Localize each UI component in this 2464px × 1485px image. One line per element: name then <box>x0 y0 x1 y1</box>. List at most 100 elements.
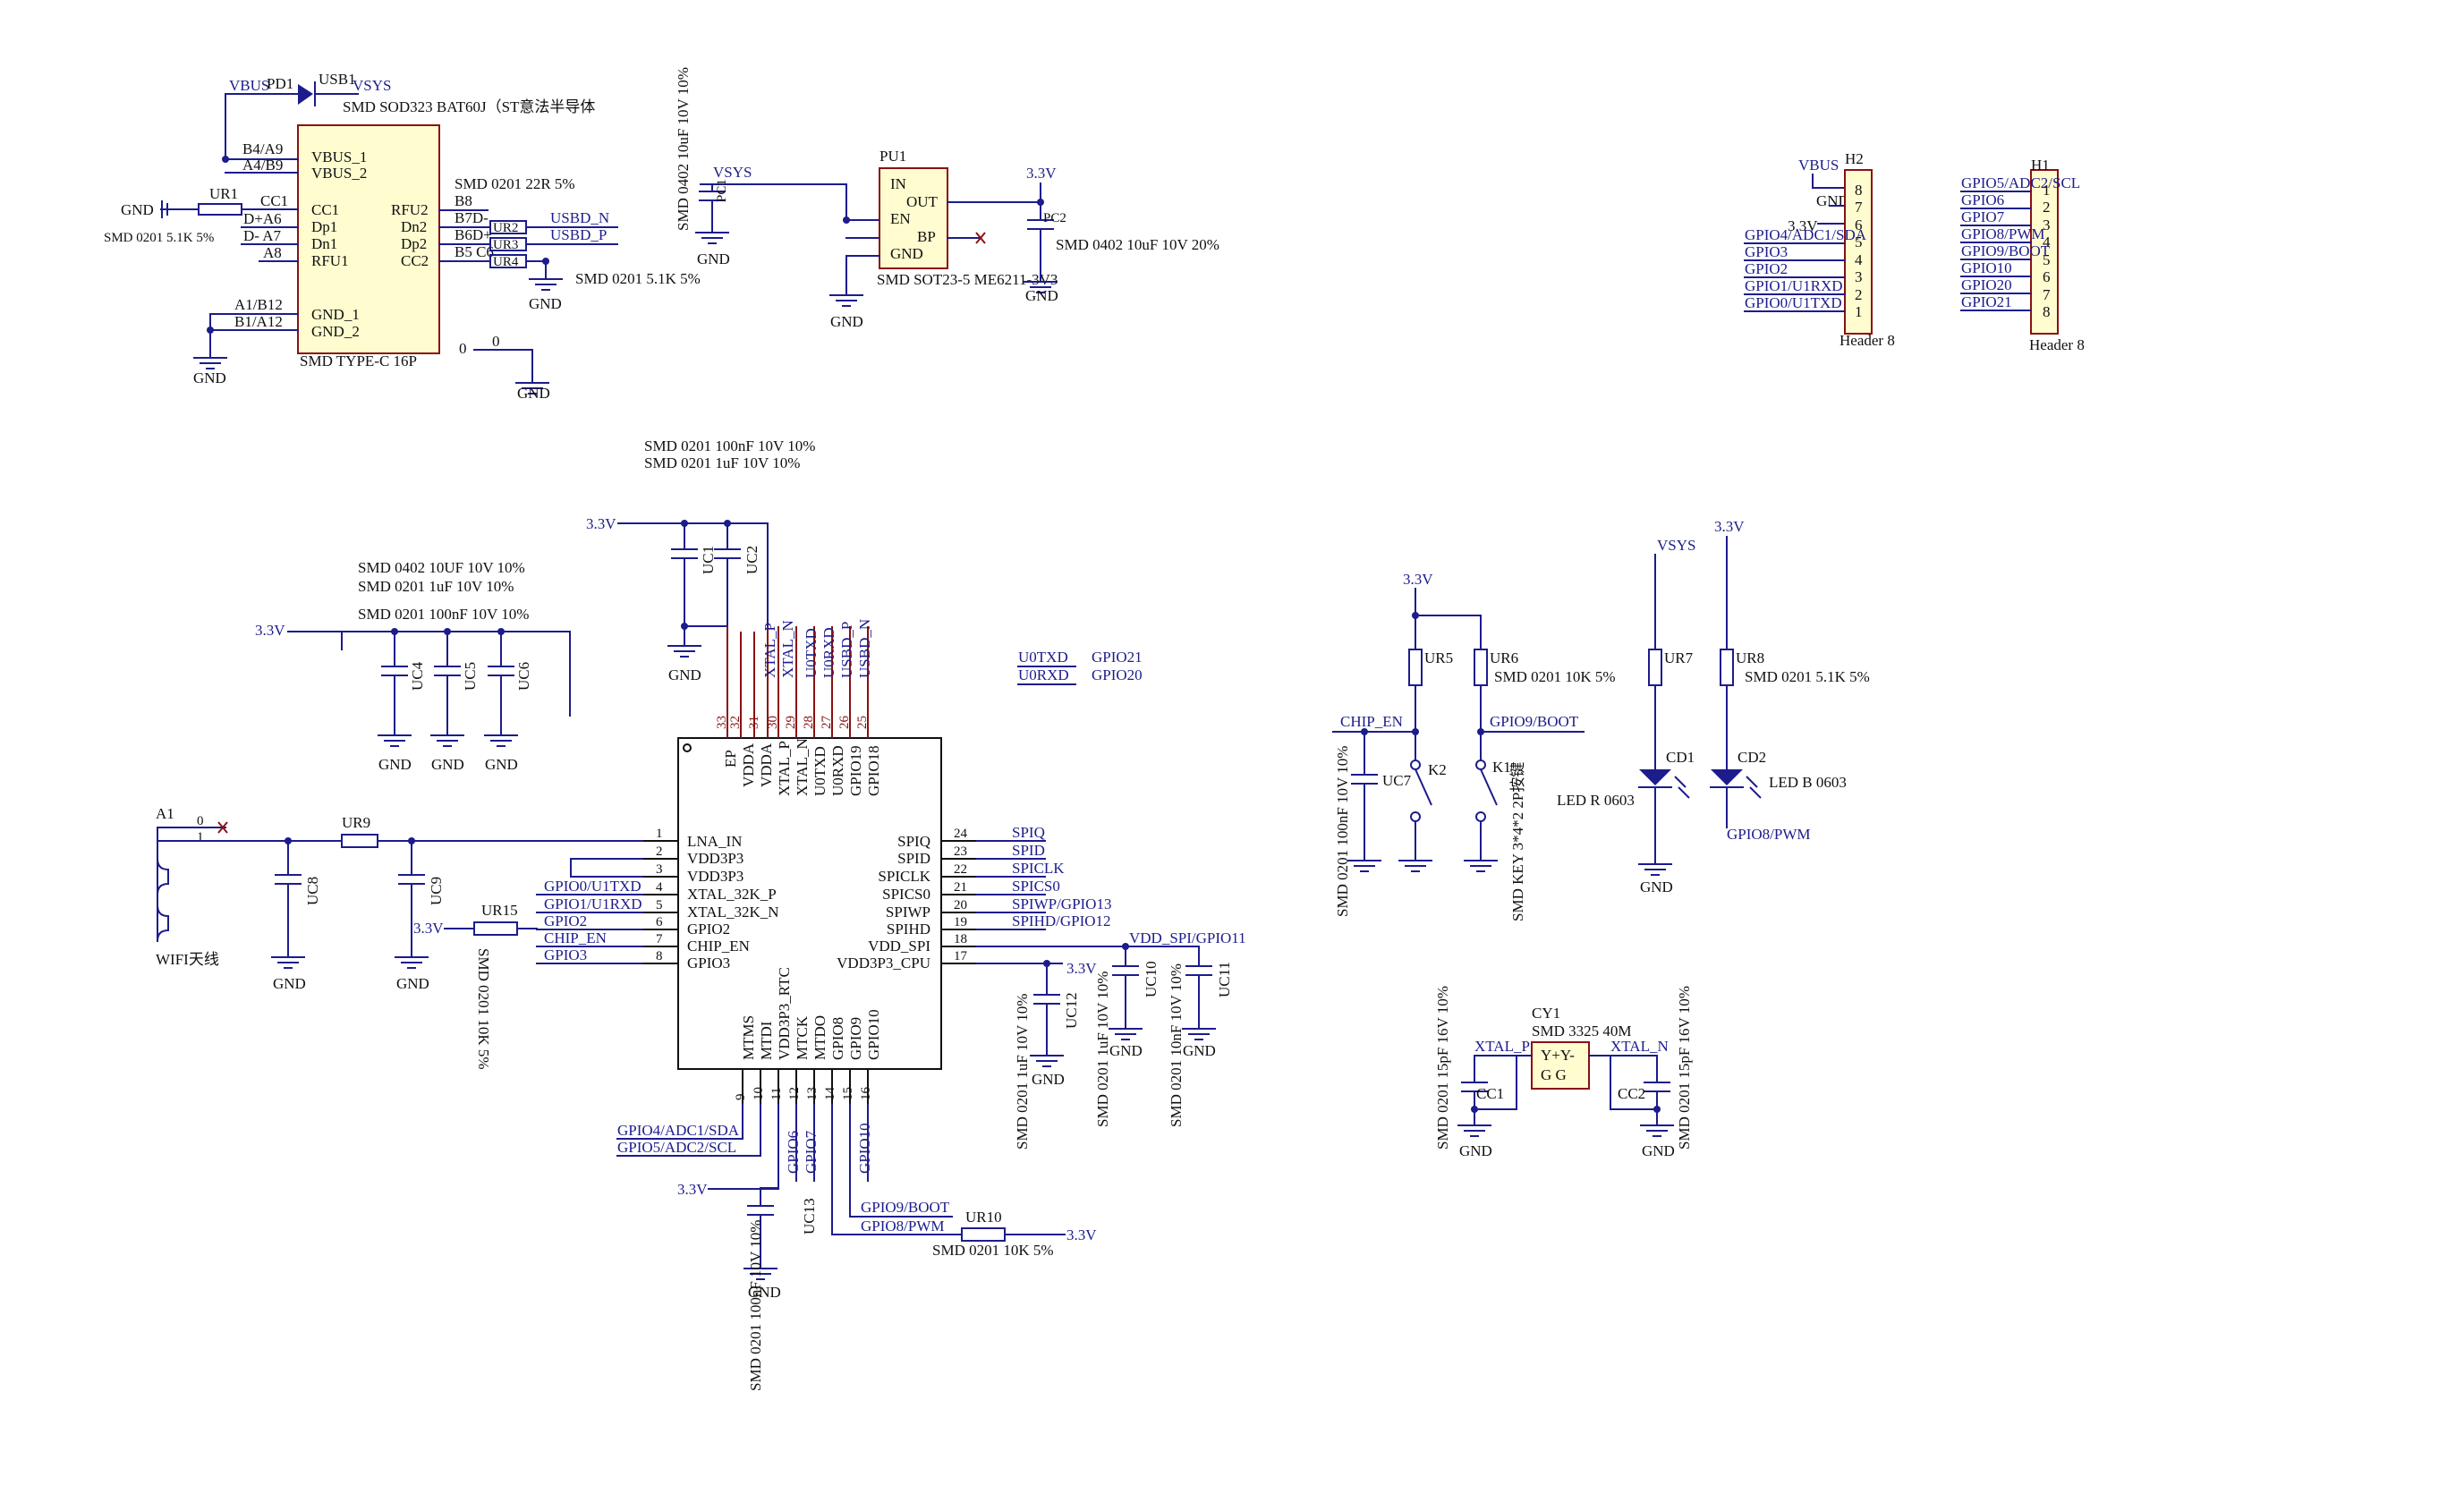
gpio21-label: GPIO21 <box>1092 649 1143 666</box>
ur2-desc: SMD 0201 22R 5% <box>455 175 575 192</box>
usb1-desc: SMD TYPE-C 16P <box>300 352 417 369</box>
left-name-lna-in: LNA_IN <box>687 833 742 850</box>
h2-pin-3: 3 <box>1855 268 1863 285</box>
ur9-resistor <box>341 834 378 848</box>
top-pin-28: 28 <box>802 716 816 729</box>
pu1-body <box>879 167 948 269</box>
gnd-label-uc11: GND <box>1183 1042 1216 1059</box>
usb-in-cc1: CC1 <box>311 201 339 218</box>
usbd-n-label: USBD_N <box>550 209 609 226</box>
left-pin-8: 8 <box>656 949 663 963</box>
h2-net-gpio2: GPIO2 <box>1745 260 1788 277</box>
uc4-label: UC4 <box>409 661 426 691</box>
uc6-desc: SMD 0201 100nF 10V 10% <box>358 606 529 623</box>
h1-net-gpio21: GPIO21 <box>1961 293 2012 310</box>
usb-pin-cc1: CC1 <box>260 192 288 209</box>
left-pin-6: 6 <box>656 915 663 929</box>
gnd-label-ur4: GND <box>529 295 562 312</box>
cy1-desc: SMD 3325 40M <box>1532 1023 1631 1040</box>
usb-in-dp1: Dp1 <box>311 218 337 235</box>
gnd-label-pu1: GND <box>830 313 863 330</box>
ur9-label: UR9 <box>342 814 370 831</box>
h2-net-gpio4: GPIO4/ADC1/SDA <box>1745 226 1867 243</box>
v33-label-led: 3.3V <box>1714 518 1745 535</box>
top-name-gpio18: GPIO18 <box>865 745 882 796</box>
ur7-resistor <box>1648 649 1662 686</box>
bot-net-gpio10: GPIO10 <box>856 1123 873 1174</box>
ur6-label: UR6 <box>1490 649 1518 666</box>
bot-name-mtdi: MTDI <box>758 1021 775 1060</box>
usb-pin-b6: B6D+ <box>455 226 492 243</box>
uc1-label: UC1 <box>700 546 717 574</box>
usb-pin-dm-a7: D- A7 <box>243 227 282 244</box>
h1-net-gpio5: GPIO5/ADC2/SCL <box>1961 174 2080 191</box>
gnd-label-pc2: GND <box>1025 287 1058 304</box>
left-pin-4: 4 <box>656 880 663 895</box>
uc9-label: UC9 <box>428 877 445 905</box>
pc1-label: PC1 <box>715 179 729 202</box>
k2-label: K2 <box>1428 761 1447 778</box>
h1-net-gpio7: GPIO7 <box>1961 208 2005 225</box>
right-net-spiq: SPIQ <box>1012 824 1045 841</box>
h1-pin-1: 1 <box>2043 182 2051 199</box>
top-name-vdda-2: VDDA <box>758 742 775 787</box>
usb-in-cc2: CC2 <box>401 252 429 269</box>
key-desc: SMD KEY 3*4*2 2P按键 <box>1509 762 1526 921</box>
xtal-n-label: XTAL_N <box>1610 1038 1669 1055</box>
cy1-body <box>1531 1041 1590 1090</box>
left-name-chip-en: CHIP_EN <box>687 938 750 955</box>
v33-label-h2: 3.3V <box>1788 217 1818 234</box>
top-pin-29: 29 <box>784 716 798 729</box>
bot-net-gpio6: GPIO6 <box>785 1131 802 1174</box>
usb-in-vbus1: VBUS_1 <box>311 148 367 165</box>
uc10-label: UC10 <box>1143 961 1160 997</box>
gnd-label-uc8: GND <box>273 975 306 992</box>
h1-pin-5: 5 <box>2043 251 2051 268</box>
pd1-label: PD1 <box>267 75 293 92</box>
ur10-label: UR10 <box>965 1209 1002 1226</box>
top-pin-25: 25 <box>855 716 870 729</box>
ldo-section: VSYS GND PC1 SMD 0402 10uF 10V 10% PU1 I… <box>675 67 1219 330</box>
ur56-desc: SMD 0201 10K 5% <box>1494 668 1616 685</box>
uc2-label: UC2 <box>743 546 760 574</box>
h1-net-gpio20: GPIO20 <box>1961 276 2012 293</box>
pc1-desc: SMD 0402 10uF 10V 10% <box>675 67 692 231</box>
chip-body <box>677 737 942 1070</box>
buttons-section: 3.3V UR5 UR6 SMD 0201 10K 5% CHIP_EN UC7… <box>1332 571 1616 921</box>
right-name-spihd: SPIHD <box>887 921 930 938</box>
bot-net-gpio4: GPIO4/ADC1/SDA <box>617 1122 740 1139</box>
gnd-label-uc6: GND <box>485 756 518 773</box>
h2-net-gpio0: GPIO0/U1TXD <box>1745 294 1842 311</box>
top-net-xtal-n: XTAL_N <box>779 620 796 678</box>
cd1-label: CD1 <box>1666 749 1695 766</box>
bot-name-gpio9: GPIO9 <box>847 1017 864 1060</box>
uc12-desc-line1: SMD 0201 100nF 10V 10% <box>644 437 815 454</box>
k1-label: K1 <box>1492 759 1511 776</box>
cc2-label: CC2 <box>1618 1085 1645 1102</box>
left-name-vdd3p3-2: VDD3P3 <box>687 868 743 885</box>
u0rxd-label: U0RXD <box>1018 666 1069 683</box>
ur3-label: UR3 <box>493 238 518 252</box>
usb-in-dn1: Dn1 <box>311 235 337 252</box>
v33-label-ldo: 3.3V <box>1026 165 1057 182</box>
wifi-label: WIFI天线 <box>156 951 219 968</box>
uc13-desc: SMD 0201 100nF 10V 10% <box>747 1220 764 1391</box>
h2-pin-1: 1 <box>1855 303 1863 320</box>
top-pin-33: 33 <box>715 716 729 729</box>
usb-pin-a8: A8 <box>263 244 282 261</box>
cc1-label: CC1 <box>1476 1085 1504 1102</box>
pu1-pin-in: IN <box>890 175 906 192</box>
right-net-spihd: SPIHD/GPIO12 <box>1012 912 1111 929</box>
uc10-desc: SMD 0201 1uF 10V 10% <box>1094 972 1111 1127</box>
top-net-usbd-p: USBD_P <box>838 622 855 678</box>
uc4-desc: SMD 0402 10UF 10V 10% <box>358 559 525 576</box>
v33-label-ur10: 3.3V <box>1066 1226 1097 1243</box>
gpio20-label: GPIO20 <box>1092 666 1143 683</box>
h2-net-gpio1: GPIO1/U1RXD <box>1745 277 1843 294</box>
h2-pin-4: 4 <box>1855 251 1863 268</box>
vdd-spi-label: VDD_SPI/GPIO11 <box>1129 929 1246 946</box>
v33-label-keys: 3.3V <box>1403 571 1433 588</box>
top-name-u0rxd: U0RXD <box>829 745 846 796</box>
uc7-desc: SMD 0201 100nF 10V 10% <box>1334 746 1351 917</box>
h1-pin-8: 8 <box>2043 303 2051 320</box>
